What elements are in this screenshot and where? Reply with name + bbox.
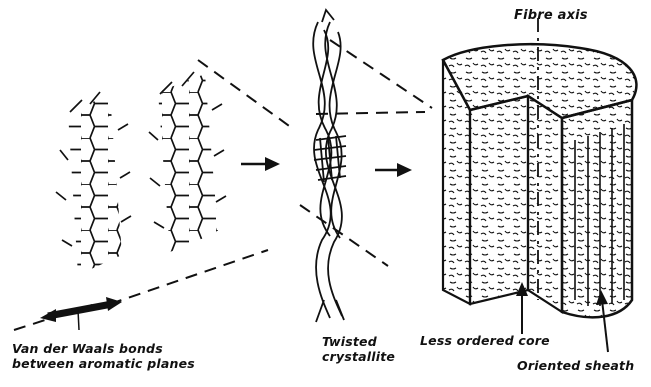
aromatic-plane-left [56,92,131,275]
van-der-waals-arrow [40,297,122,330]
fibre-axis-label: Fibre axis [514,8,588,23]
twisted-label-line2: crystallite [322,349,395,364]
van-der-waals-label: Van der Waals bonds between aromatic pla… [12,341,195,371]
fibre-cross-section [443,18,636,317]
process-arrow-1 [241,157,280,171]
twisted-crystallite-label: Twisted crystallite [322,334,395,364]
van-der-waals-label-line1: Van der Waals bonds [12,341,195,356]
oriented-sheath-label: Oriented sheath [517,358,634,373]
twisted-crystallite [313,10,346,322]
process-arrow-2 [375,163,412,177]
van-der-waals-label-line2: between aromatic planes [12,356,195,371]
aromatic-plane-right [149,72,226,252]
twisted-label-line1: Twisted [322,334,395,349]
less-ordered-core-label: Less ordered core [420,333,550,348]
